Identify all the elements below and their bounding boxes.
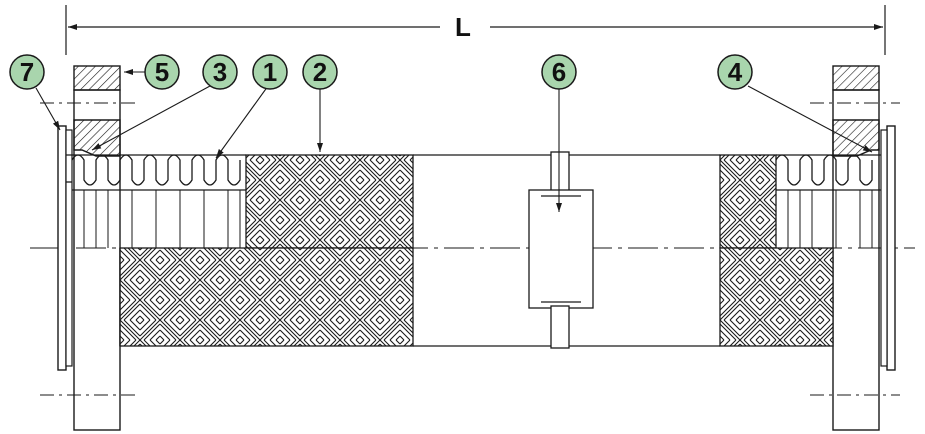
left-bellows xyxy=(66,154,246,248)
dimension-label: L xyxy=(455,12,471,42)
left-end-plate xyxy=(57,125,73,371)
svg-text:1: 1 xyxy=(263,57,277,87)
braid-cover xyxy=(119,154,834,347)
leader-lines xyxy=(35,69,873,212)
braid-lower-left xyxy=(119,247,414,347)
svg-text:7: 7 xyxy=(20,57,34,87)
callout-2: 2 xyxy=(302,54,338,90)
callout-3: 3 xyxy=(202,54,238,90)
svg-text:6: 6 xyxy=(552,57,566,87)
bolt-centerlines xyxy=(40,102,900,396)
svg-text:5: 5 xyxy=(155,57,169,87)
svg-text:4: 4 xyxy=(728,57,743,87)
right-bellows xyxy=(775,154,881,248)
braid-lower-right xyxy=(719,247,834,347)
dimension-length: L xyxy=(65,5,886,55)
callout-1: 1 xyxy=(252,54,288,90)
svg-text:3: 3 xyxy=(213,57,227,87)
braid-upper-right xyxy=(719,154,777,249)
callout-7: 7 xyxy=(9,54,45,90)
right-end-plate xyxy=(880,125,896,371)
callout-4: 4 xyxy=(717,54,753,90)
svg-text:2: 2 xyxy=(313,57,327,87)
band-clamp xyxy=(528,151,594,349)
callout-6: 6 xyxy=(541,54,577,90)
callout-5: 5 xyxy=(144,54,180,90)
braid-upper-left xyxy=(245,154,414,249)
